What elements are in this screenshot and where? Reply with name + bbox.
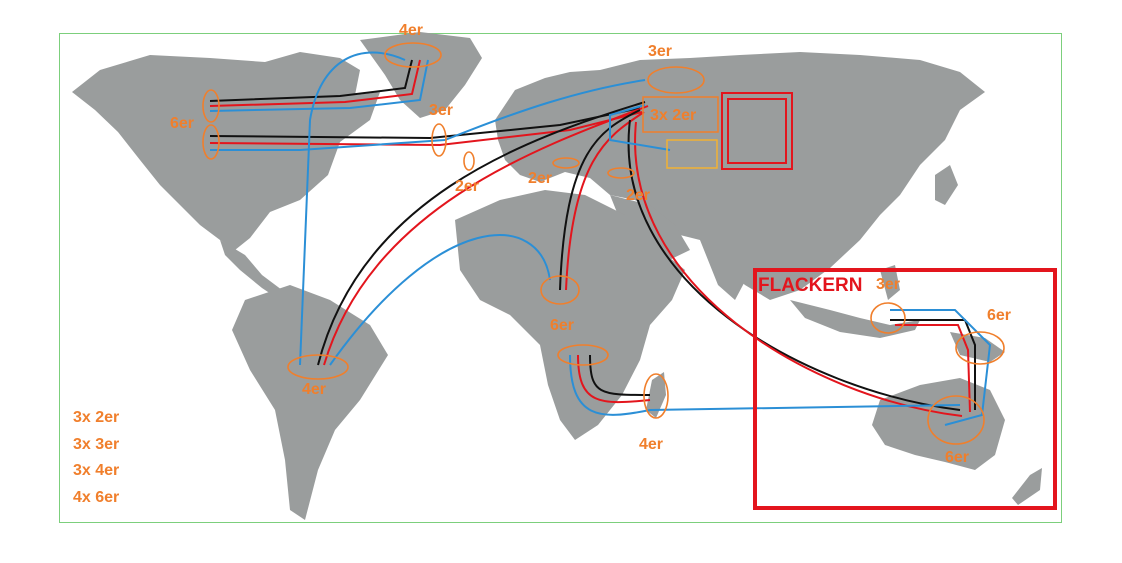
node-middle-east	[607, 167, 635, 179]
map-frame	[59, 33, 1062, 523]
node-central-africa	[557, 344, 609, 366]
south-america	[232, 285, 388, 520]
label-new-guinea: 6er	[987, 307, 1012, 324]
africa	[455, 190, 685, 440]
route-indonesia-blue	[890, 309, 992, 426]
route-canada-top-blue	[209, 59, 429, 112]
legend-item: 3x 2er	[73, 409, 120, 426]
india	[700, 240, 752, 300]
label-greenland: 4er	[399, 22, 424, 39]
label-mid-atlantic: 2er	[455, 178, 480, 195]
route-russia-blue	[609, 104, 671, 151]
node-scandinavia	[647, 66, 705, 94]
label-madagascar: 4er	[639, 436, 664, 453]
eurasia	[495, 52, 985, 300]
british-isles	[505, 98, 522, 128]
route-europe-westafrica-red	[565, 111, 645, 291]
label-indonesia: 3er	[876, 276, 901, 293]
central-america	[220, 240, 292, 300]
label-north-atlantic: 3er	[429, 102, 454, 119]
route-europe-atlantic-blue	[444, 79, 646, 141]
madagascar	[646, 372, 666, 418]
route-europe-brazil-red	[323, 105, 649, 366]
label-flackern: FLACKERN	[758, 275, 863, 296]
indonesia	[790, 300, 920, 338]
node-indonesia	[870, 302, 906, 334]
label-mediterranean: 2er	[528, 170, 553, 187]
node-new-guinea	[955, 331, 1005, 365]
greenland	[360, 32, 482, 118]
russia-red-box-inner	[727, 98, 787, 164]
route-indonesia-black	[890, 319, 976, 410]
node-australia	[927, 395, 985, 445]
label-brazil: 4er	[302, 381, 327, 398]
node-brazil	[287, 354, 349, 380]
new-zealand	[1012, 468, 1042, 505]
node-north-atlantic	[431, 123, 447, 157]
label-middle-east: 2er	[626, 187, 651, 204]
route-europe-brazil-black	[317, 101, 646, 366]
label-australia: 6er	[945, 449, 970, 466]
route-europe-australia-red	[634, 121, 963, 417]
legend-item: 3x 4er	[73, 462, 120, 479]
russia-orange-box	[642, 96, 719, 133]
legend-item: 4x 6er	[73, 488, 120, 506]
route-canada-top-black	[209, 59, 413, 102]
node-greenland	[384, 42, 442, 68]
route-southafrica-red	[577, 354, 651, 404]
node-canada-bottom	[202, 124, 220, 160]
route-europe-westafrica-black	[559, 109, 641, 291]
japan	[935, 165, 958, 205]
philippines	[880, 265, 900, 300]
route-southafrica-black	[589, 354, 651, 396]
node-mediterranean	[552, 157, 580, 169]
russia-red-box-outer	[721, 92, 793, 170]
legend: 3x 2er 3x 3er 3x 4er 4x 6er	[73, 405, 119, 511]
node-ellipses	[202, 42, 1005, 445]
legend-item: 3x 3er	[73, 435, 120, 453]
route-africa-brazil-blue	[329, 234, 551, 366]
label-west-africa: 6er	[550, 317, 575, 334]
node-mid-atlantic	[463, 151, 475, 171]
route-canada-top-red	[209, 59, 421, 107]
route-greenland-brazil-blue	[299, 51, 406, 366]
node-canada-top	[202, 89, 220, 123]
node-madagascar	[643, 373, 669, 419]
route-southafrica-blue	[569, 354, 961, 416]
label-scandinavia: 3er	[648, 43, 673, 60]
flackern-highlight-box	[753, 268, 1057, 510]
node-west-africa	[540, 275, 580, 305]
route-canada-europe-blue	[210, 139, 446, 151]
russia-yellow-box	[666, 139, 718, 169]
cable-routes	[209, 51, 992, 426]
label-canada: 6er	[170, 115, 195, 132]
label-russia-box: 3x 2er	[650, 107, 697, 124]
